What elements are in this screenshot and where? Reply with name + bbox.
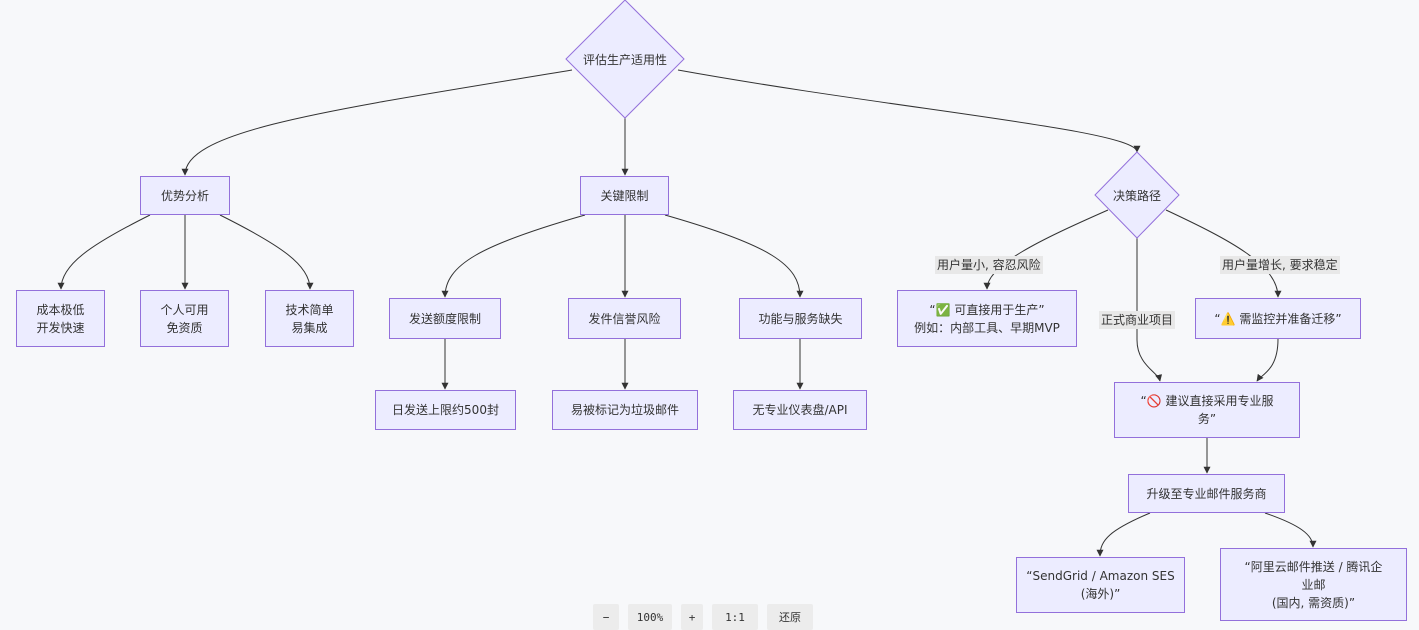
node-adv-cost: 成本极低 开发快速: [16, 290, 105, 347]
node-root: 评估生产适用性: [582, 52, 667, 67]
edge-lim-quota: [441, 214, 586, 298]
node-lim-quota-detail: 日发送上限约500封: [375, 390, 516, 430]
node-lim-features-detail: 无专业仪表盘/API: [733, 390, 867, 430]
node-decision: 决策路径: [1112, 188, 1161, 203]
edge-upgrade-domestic: [1264, 512, 1317, 548]
node-monitor: “⚠️ 需监控并准备迁移”: [1195, 298, 1361, 339]
edge-label-growth: 用户量增长, 要求稳定: [1220, 256, 1340, 274]
zoom-toolbar: − 100% + 1:1 还原: [593, 604, 813, 630]
decision-diamond: [1094, 151, 1180, 239]
edge-adv-tech: [219, 214, 314, 290]
edge-lim-features: [664, 214, 804, 298]
reset-button[interactable]: 还原: [767, 604, 813, 630]
node-overseas: “SendGrid / Amazon SES (海外)”: [1016, 557, 1185, 613]
node-limits: 关键限制: [580, 176, 669, 215]
node-advantages: 优势分析: [140, 176, 230, 215]
zoom-level-display: 100%: [628, 604, 672, 630]
edge-decision-monitor: [1165, 209, 1282, 298]
root-diamond: [565, 0, 685, 119]
node-lim-reputation-detail: 易被标记为垃圾邮件: [552, 390, 698, 430]
edge-label-small-users: 用户量小, 容忍风险: [935, 256, 1043, 274]
node-direct-use: “✅ 可直接用于生产” 例如：内部工具、早期MVP: [897, 290, 1077, 347]
node-lim-features: 功能与服务缺失: [739, 298, 862, 339]
node-upgrade: 升级至专业邮件服务商: [1128, 474, 1285, 513]
node-adv-tech: 技术简单 易集成: [265, 290, 354, 347]
node-adv-personal: 个人可用 免资质: [140, 290, 229, 347]
edge-adv-cost: [57, 214, 151, 290]
edge-decision-recommend: [1136, 238, 1163, 382]
zoom-in-button[interactable]: +: [681, 604, 703, 630]
node-lim-reputation: 发件信誉风险: [568, 298, 681, 339]
zoom-out-button[interactable]: −: [593, 604, 619, 630]
edge-monitor-recommend: [1256, 338, 1279, 382]
edge-decision-direct: [983, 209, 1109, 290]
edge-root-advantages: [181, 69, 573, 176]
node-recommend: “🚫 建议直接采用专业服 务”: [1114, 382, 1300, 438]
one-to-one-button[interactable]: 1:1: [712, 604, 758, 630]
edge-upgrade-overseas: [1096, 512, 1151, 557]
node-lim-quota: 发送额度限制: [389, 298, 501, 339]
node-domestic: “阿里云邮件推送 / 腾讯企 业邮 (国内, 需资质)”: [1220, 548, 1407, 621]
edge-label-commercial: 正式商业项目: [1099, 311, 1176, 329]
edge-root-decision: [677, 69, 1141, 153]
